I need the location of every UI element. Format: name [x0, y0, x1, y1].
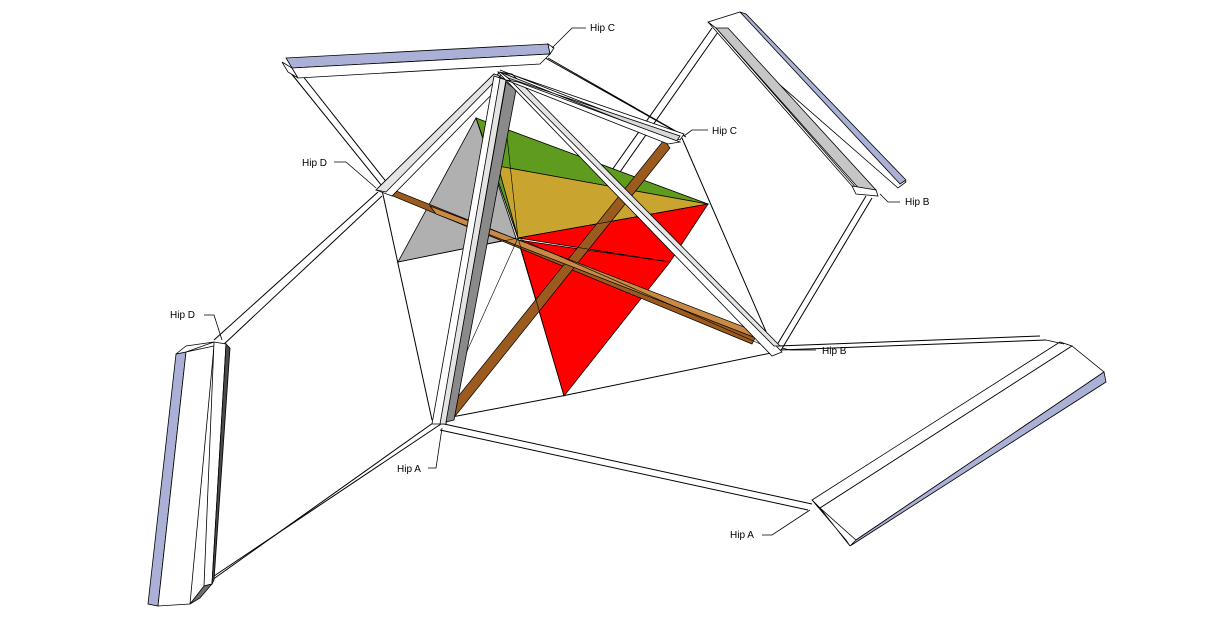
hip-b-upper-text: Hip B — [905, 197, 930, 208]
red-triangle-lower — [517, 239, 671, 397]
board-bottom — [811, 339, 1107, 547]
label-hip-b-upper: Hip B — [879, 193, 930, 208]
label-hip-a-bottom: Hip A — [730, 509, 811, 541]
label-hip-c-right: Hip C — [683, 126, 737, 137]
hip-d-lower-text: Hip D — [170, 310, 195, 321]
outline-lines — [211, 27, 1047, 581]
hip-b-lower-text: Hip B — [822, 346, 847, 357]
label-hip-d-upper: Hip D — [302, 158, 377, 189]
label-hip-d-lower: Hip D — [170, 310, 223, 341]
hip-c-top-text: Hip C — [590, 23, 615, 34]
board-top — [281, 43, 555, 79]
label-hip-b-lower: Hip B — [781, 346, 847, 357]
hip-a-center-text: Hip A — [397, 464, 421, 475]
hip-a-bottom-text: Hip A — [730, 530, 754, 541]
label-hip-c-top: Hip C — [551, 23, 615, 49]
hip-c-right-text: Hip C — [712, 126, 737, 137]
hip-d-upper-text: Hip D — [302, 158, 327, 169]
board-left — [147, 341, 231, 607]
board-right — [707, 11, 907, 197]
label-hip-a-center: Hip A — [397, 427, 443, 475]
hip-labels: Hip C Hip C Hip B Hip B Hip D Hip D Hip … — [170, 23, 930, 541]
hip-rafters — [375, 69, 783, 425]
